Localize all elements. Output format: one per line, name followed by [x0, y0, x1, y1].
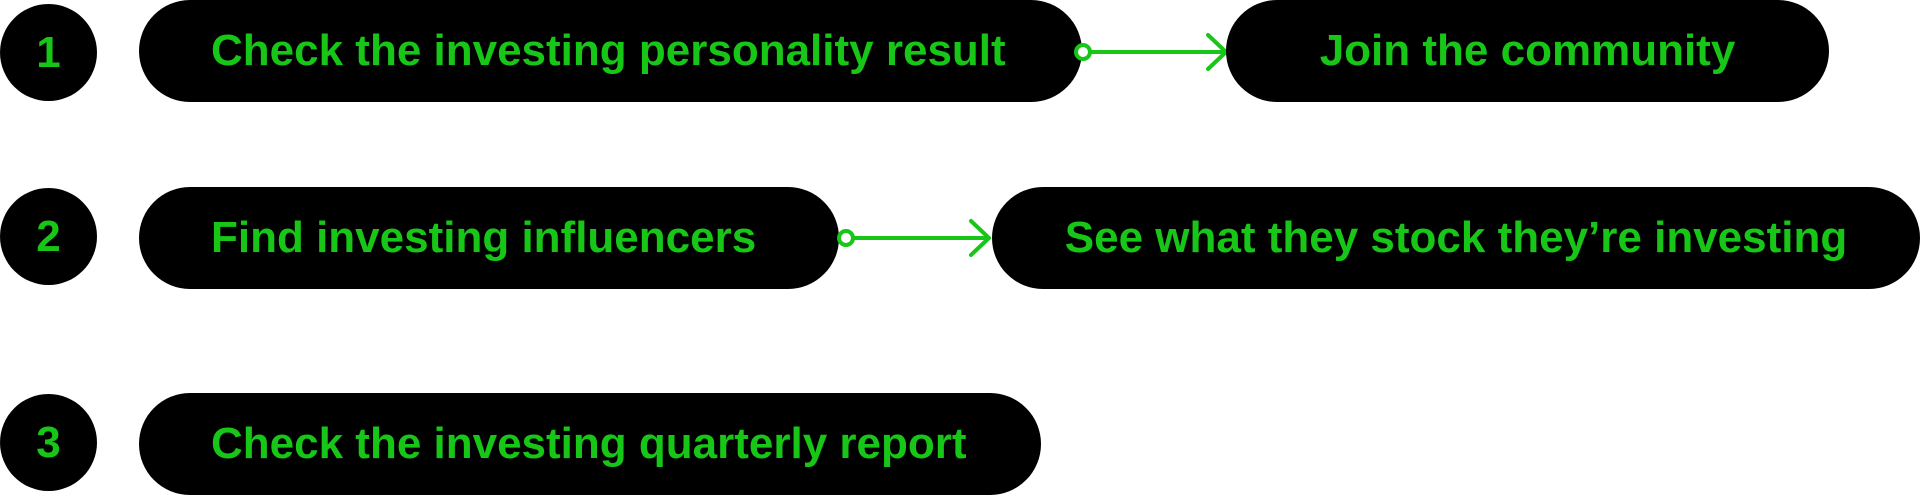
step-number-badge-1: 1 — [0, 4, 97, 101]
step-pill-label: Join the community — [1319, 26, 1736, 75]
step-number-label: 3 — [36, 417, 61, 467]
step-number-label: 2 — [36, 211, 61, 261]
connector-arrow — [1074, 33, 1228, 71]
step-pill-see-stocks: See what they stock they’re investing — [992, 187, 1920, 289]
step-pill-find-influencers: Find investing influencers — [139, 187, 839, 289]
connector-arrow — [837, 219, 991, 257]
step-number-badge-2: 2 — [0, 188, 97, 285]
step-number-label: 1 — [36, 27, 61, 77]
step-pill-label: Check the investing quarterly report — [211, 419, 967, 468]
step-pill-label: Find investing influencers — [211, 213, 757, 262]
step-pill-label: See what they stock they’re investing — [1064, 213, 1848, 262]
step-pill-label: Check the investing personality result — [211, 26, 1006, 75]
step-number-badge-3: 3 — [0, 394, 97, 491]
step-pill-check-personality-result: Check the investing personality result — [139, 0, 1082, 102]
step-pill-quarterly-report: Check the investing quarterly report — [139, 393, 1041, 495]
step-pill-join-community: Join the community — [1226, 0, 1829, 102]
